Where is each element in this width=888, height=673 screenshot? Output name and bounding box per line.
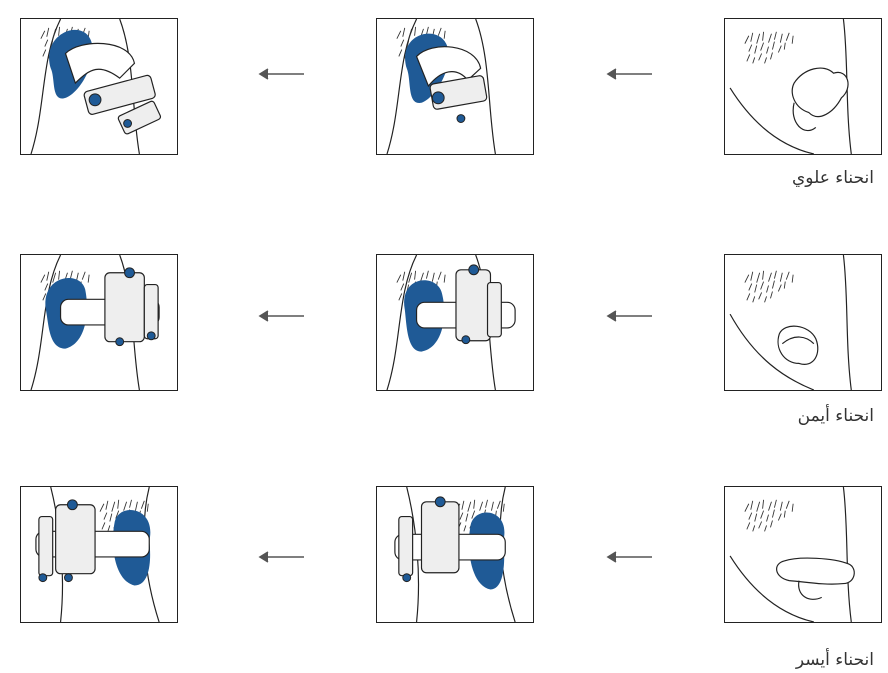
left-arrow-icon bbox=[258, 551, 304, 563]
panel-device-fitted-left bbox=[376, 486, 534, 623]
left-arrow-icon bbox=[606, 551, 652, 563]
panel-anatomy-left bbox=[724, 486, 882, 623]
device-right-fitting-illustration bbox=[377, 255, 533, 390]
device-left-fitting-illustration bbox=[377, 487, 533, 622]
row-label-right: انحناء أيمن bbox=[798, 406, 874, 426]
row-label-left: انحناء أيسر bbox=[796, 650, 874, 670]
anatomy-left-illustration bbox=[725, 487, 881, 622]
left-arrow-icon bbox=[258, 68, 304, 80]
panel-anatomy-right bbox=[724, 254, 882, 391]
left-arrow-icon bbox=[258, 310, 304, 322]
panel-device-applied-right bbox=[20, 254, 178, 391]
anatomy-right-illustration bbox=[725, 255, 881, 390]
panel-device-fitted-right bbox=[376, 254, 534, 391]
device-right-final-illustration bbox=[21, 255, 177, 390]
left-arrow-icon bbox=[606, 310, 652, 322]
anatomy-upward-illustration bbox=[725, 19, 881, 154]
panel-device-applied-upward bbox=[20, 18, 178, 155]
panel-anatomy-upward bbox=[724, 18, 882, 155]
row-label-upward: انحناء علوي bbox=[792, 168, 874, 188]
device-upward-final-illustration bbox=[21, 19, 177, 154]
panel-device-applied-left bbox=[20, 486, 178, 623]
device-upward-fitting-illustration bbox=[377, 19, 533, 154]
device-left-final-illustration bbox=[21, 487, 177, 622]
panel-device-fitted-upward bbox=[376, 18, 534, 155]
left-arrow-icon bbox=[606, 68, 652, 80]
